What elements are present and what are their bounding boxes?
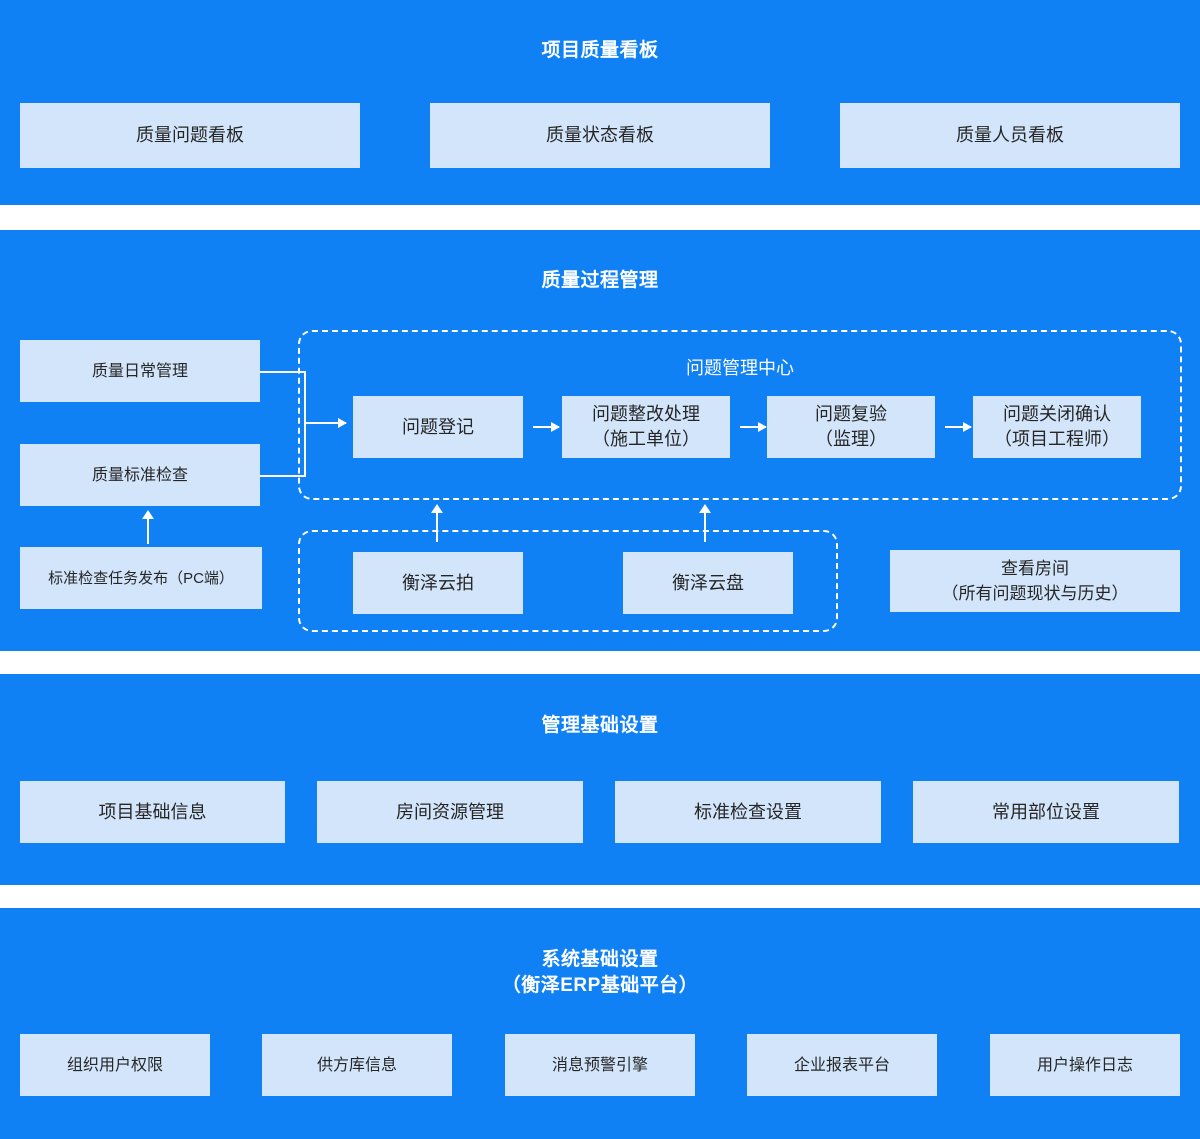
section-project-quality-dashboard: 项目质量看板 质量问题看板 质量状态看板 质量人员看板 (0, 0, 1200, 205)
bracket-top-stub (260, 371, 306, 373)
card-org-user-permissions[interactable]: 组织用户权限 (20, 1034, 210, 1096)
card-issue-registration[interactable]: 问题登记 (353, 396, 523, 458)
arrow-step-1-to-2 (533, 422, 560, 432)
arrow-up-cloud-drive-to-center (699, 504, 711, 542)
arrow-step-2-to-3 (740, 422, 767, 432)
card-quality-status-dashboard[interactable]: 质量状态看板 (430, 103, 770, 168)
card-standard-inspection-task-publish[interactable]: 标准检查任务发布（PC端） (20, 547, 262, 609)
card-room-resource-management[interactable]: 房间资源管理 (317, 781, 583, 843)
card-quality-standard-inspection[interactable]: 质量标准检查 (20, 444, 260, 506)
section-title-2: 质量过程管理 (541, 270, 659, 291)
card-project-basic-info[interactable]: 项目基础信息 (20, 781, 285, 843)
section-title-3: 管理基础设置 (541, 715, 659, 736)
bracket-bottom-stub (260, 475, 306, 477)
card-standard-inspection-settings[interactable]: 标准检查设置 (615, 781, 881, 843)
card-enterprise-report-platform[interactable]: 企业报表平台 (747, 1034, 937, 1096)
card-common-location-settings[interactable]: 常用部位设置 (913, 781, 1179, 843)
group-issue-management-center: 问题管理中心 问题登记 问题整改处理 （施工单位） 问题复验 （监理） 问题关闭… (298, 330, 1182, 500)
card-hengze-cloud-drive[interactable]: 衡泽云盘 (623, 552, 793, 614)
card-issue-rectification[interactable]: 问题整改处理 （施工单位） (562, 396, 730, 458)
arrow-right-into-issue-registration (304, 418, 347, 428)
section-management-basic-settings: 管理基础设置 项目基础信息 房间资源管理 标准检查设置 常用部位设置 (0, 674, 1200, 885)
section-system-basic-settings: 系统基础设置 （衡泽ERP基础平台） 组织用户权限 供方库信息 消息预警引擎 企… (0, 908, 1200, 1139)
card-user-operation-log[interactable]: 用户操作日志 (990, 1034, 1180, 1096)
card-quality-personnel-dashboard[interactable]: 质量人员看板 (840, 103, 1180, 168)
group-title-issue-management-center: 问题管理中心 (686, 358, 794, 378)
bracket-vertical (304, 371, 306, 477)
card-issue-reinspection[interactable]: 问题复验 （监理） (767, 396, 935, 458)
card-quality-issue-dashboard[interactable]: 质量问题看板 (20, 103, 360, 168)
card-supplier-library-info[interactable]: 供方库信息 (262, 1034, 452, 1096)
card-message-alert-engine[interactable]: 消息预警引擎 (505, 1034, 695, 1096)
arrow-up-task-publish-to-standard-inspection (142, 510, 154, 544)
arrow-step-3-to-4 (945, 422, 972, 432)
arrow-up-cloud-capture-to-center (431, 504, 443, 542)
card-hengze-cloud-capture[interactable]: 衡泽云拍 (353, 552, 523, 614)
card-issue-close-confirm[interactable]: 问题关闭确认 （项目工程师） (973, 396, 1141, 458)
card-quality-daily-management[interactable]: 质量日常管理 (20, 340, 260, 402)
group-cloud-tools: 衡泽云拍 衡泽云盘 (298, 530, 838, 632)
section-quality-process-management: 质量过程管理 质量日常管理 质量标准检查 标准检查任务发布（PC端） 问题管理中… (0, 230, 1200, 651)
section-title-1: 项目质量看板 (541, 40, 659, 61)
card-view-room[interactable]: 查看房间 （所有问题现状与历史） (890, 550, 1180, 612)
section-title-4: 系统基础设置 （衡泽ERP基础平台） (501, 949, 699, 996)
